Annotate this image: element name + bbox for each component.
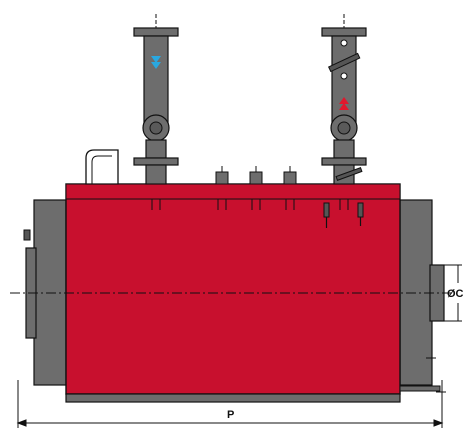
outlet-pipe [321,14,367,185]
length-label: P [227,409,234,421]
diameter-dimension [444,264,462,322]
arrow-down-icon [151,56,161,69]
top-nozzle-3 [283,166,297,185]
safety-valves [323,202,364,228]
diameter-label: ØC [447,288,464,300]
top-nozzle-2 [249,166,263,185]
inlet-pipe [133,14,179,185]
arrow-up-icon [339,97,349,110]
base-frame [65,385,441,403]
length-dimension [16,380,444,428]
connection-ticks [151,199,349,210]
boiler-shell [65,183,401,395]
top-nozzle-1 [215,166,229,185]
control-box [85,149,119,185]
side-ticks [426,357,446,393]
